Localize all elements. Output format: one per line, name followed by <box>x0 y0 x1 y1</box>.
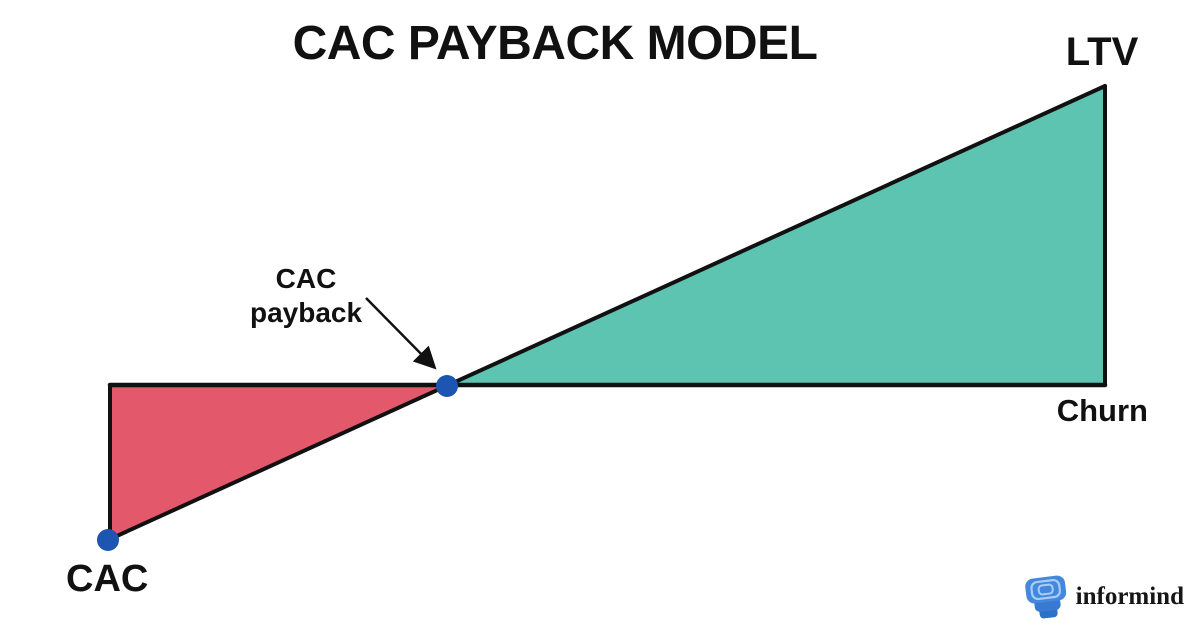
payback-annotation-line2: payback <box>249 297 363 328</box>
payback-annotation-arrow <box>365 297 437 370</box>
ltv-growth-line <box>106 84 1107 542</box>
informind-logo-text: informind <box>1075 583 1184 610</box>
informind-funnel-icon <box>1024 575 1066 619</box>
payback-annotation: CAC payback <box>250 262 362 330</box>
cac-label: CAC <box>66 558 149 600</box>
informind-logo: informind <box>1024 572 1184 622</box>
churn-label: Churn <box>1056 393 1148 428</box>
cac-point <box>97 529 119 551</box>
ltv-label: LTV <box>1065 30 1139 74</box>
payback-annotation-line1: CAC <box>275 263 337 294</box>
payback-point <box>436 375 458 397</box>
diagram-title: CAC PAYBACK MODEL <box>292 17 818 70</box>
